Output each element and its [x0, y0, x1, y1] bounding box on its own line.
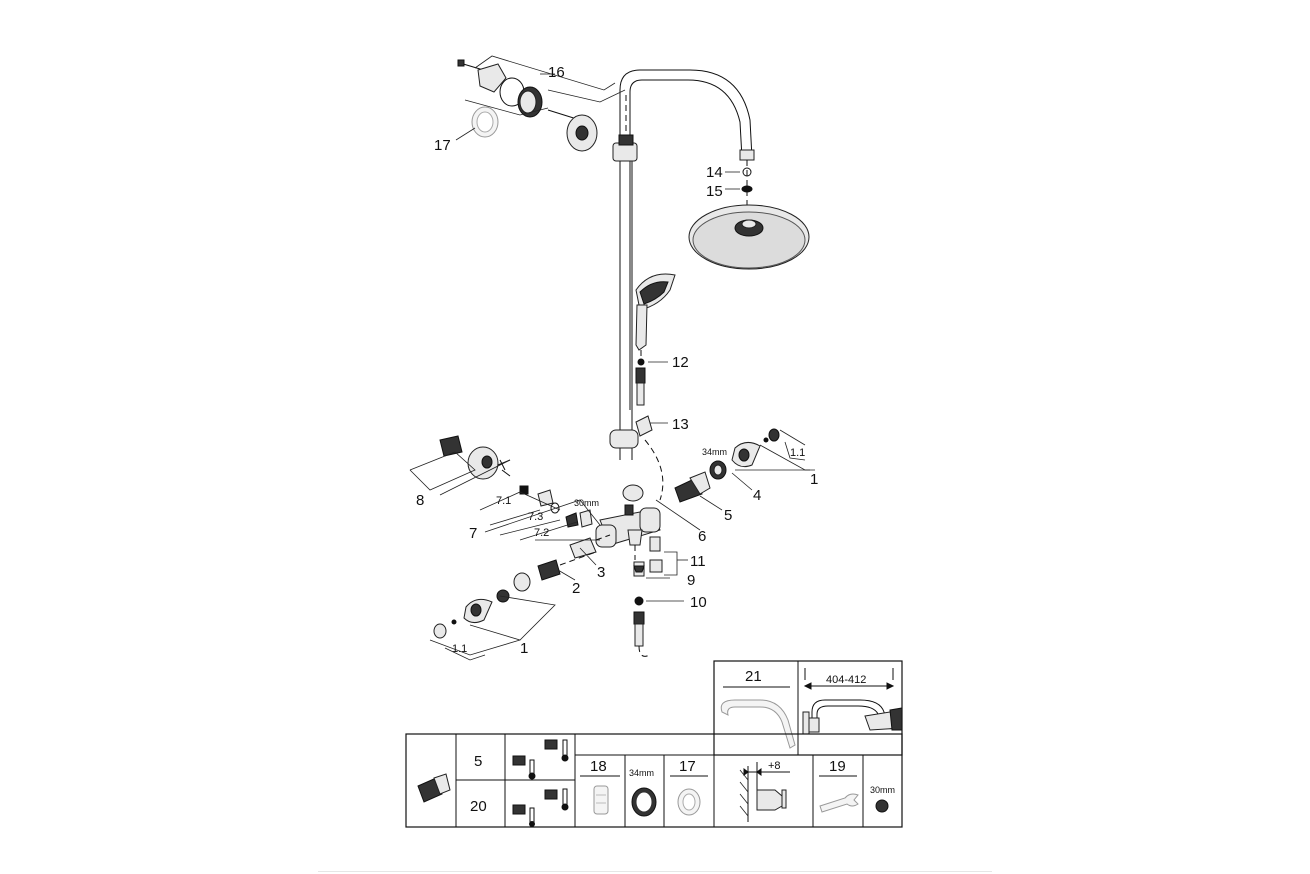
table-21-label: 21	[745, 668, 762, 685]
callout-7-1: 7.1	[496, 495, 511, 507]
dimension-404-412: 404-412	[826, 674, 866, 686]
wrench-icon	[819, 793, 859, 813]
callout-7: 7	[469, 525, 477, 542]
callout-17: 17	[434, 137, 451, 154]
right-connection-parts	[674, 428, 815, 511]
callout-3: 3	[597, 564, 605, 581]
nut-30mm-icon	[875, 799, 889, 813]
table-row-20-label: 20	[470, 798, 487, 815]
callout-1-1-right: 1.1	[790, 447, 805, 459]
callout-9: 9	[687, 572, 695, 589]
callout-11: 11	[690, 553, 706, 570]
offset-plus-8-icon	[739, 762, 790, 822]
callout-1-1-left: 1.1	[452, 643, 467, 655]
thermo-connectors-row-20-icon	[512, 788, 569, 827]
overhead-shower-head	[688, 160, 810, 270]
bottom-divider	[318, 871, 992, 872]
callout-30mm: 30mm	[574, 498, 599, 508]
table-plus-8-label: +8	[768, 760, 781, 772]
thermo-connectors-row-5-icon	[512, 739, 569, 780]
thermostat-mixer	[595, 484, 701, 576]
callout-8: 8	[416, 492, 424, 509]
arm-reach-table: 21 404-412	[713, 660, 903, 756]
callout-10: 10	[690, 594, 707, 611]
callout-34mm: 34mm	[702, 447, 727, 457]
accessories-table: 5 20 18 34mm 17	[405, 733, 903, 828]
callout-7-3: 7.3	[528, 511, 543, 523]
table-col-18-label: 18	[590, 758, 607, 775]
callout-6: 6	[698, 528, 706, 545]
table-col-30mm-label: 30mm	[870, 785, 895, 795]
riser-pipe	[612, 95, 638, 460]
callout-labels: 16 17 14 15 12 13 1.1 1 34mm 4 5 6 8 7.1…	[416, 64, 818, 657]
table-col-34mm-label: 34mm	[629, 768, 654, 778]
cartridge-icon	[593, 785, 609, 815]
table-row-5-label: 5	[474, 753, 482, 770]
callout-15: 15	[706, 183, 723, 200]
callout-13: 13	[672, 416, 689, 433]
left-connection-parts	[409, 435, 611, 661]
callout-14: 14	[706, 164, 723, 181]
lower-outlet-parts	[633, 561, 684, 657]
callout-2: 2	[572, 580, 580, 597]
callout-5: 5	[724, 507, 732, 524]
callout-1-right: 1	[810, 471, 818, 488]
callout-12: 12	[672, 354, 689, 371]
callout-16: 16	[548, 64, 565, 81]
upper-wall-bracket	[455, 55, 626, 152]
table-col-19-label: 19	[829, 758, 846, 775]
overhead-shower-arm	[619, 69, 755, 410]
slide-holder	[609, 415, 668, 501]
callout-1-left: 1	[520, 640, 528, 657]
callout-4: 4	[753, 487, 761, 504]
hand-shower	[635, 273, 676, 406]
callout-7-2: 7.2	[534, 527, 549, 539]
table-col-17-label: 17	[679, 758, 696, 775]
